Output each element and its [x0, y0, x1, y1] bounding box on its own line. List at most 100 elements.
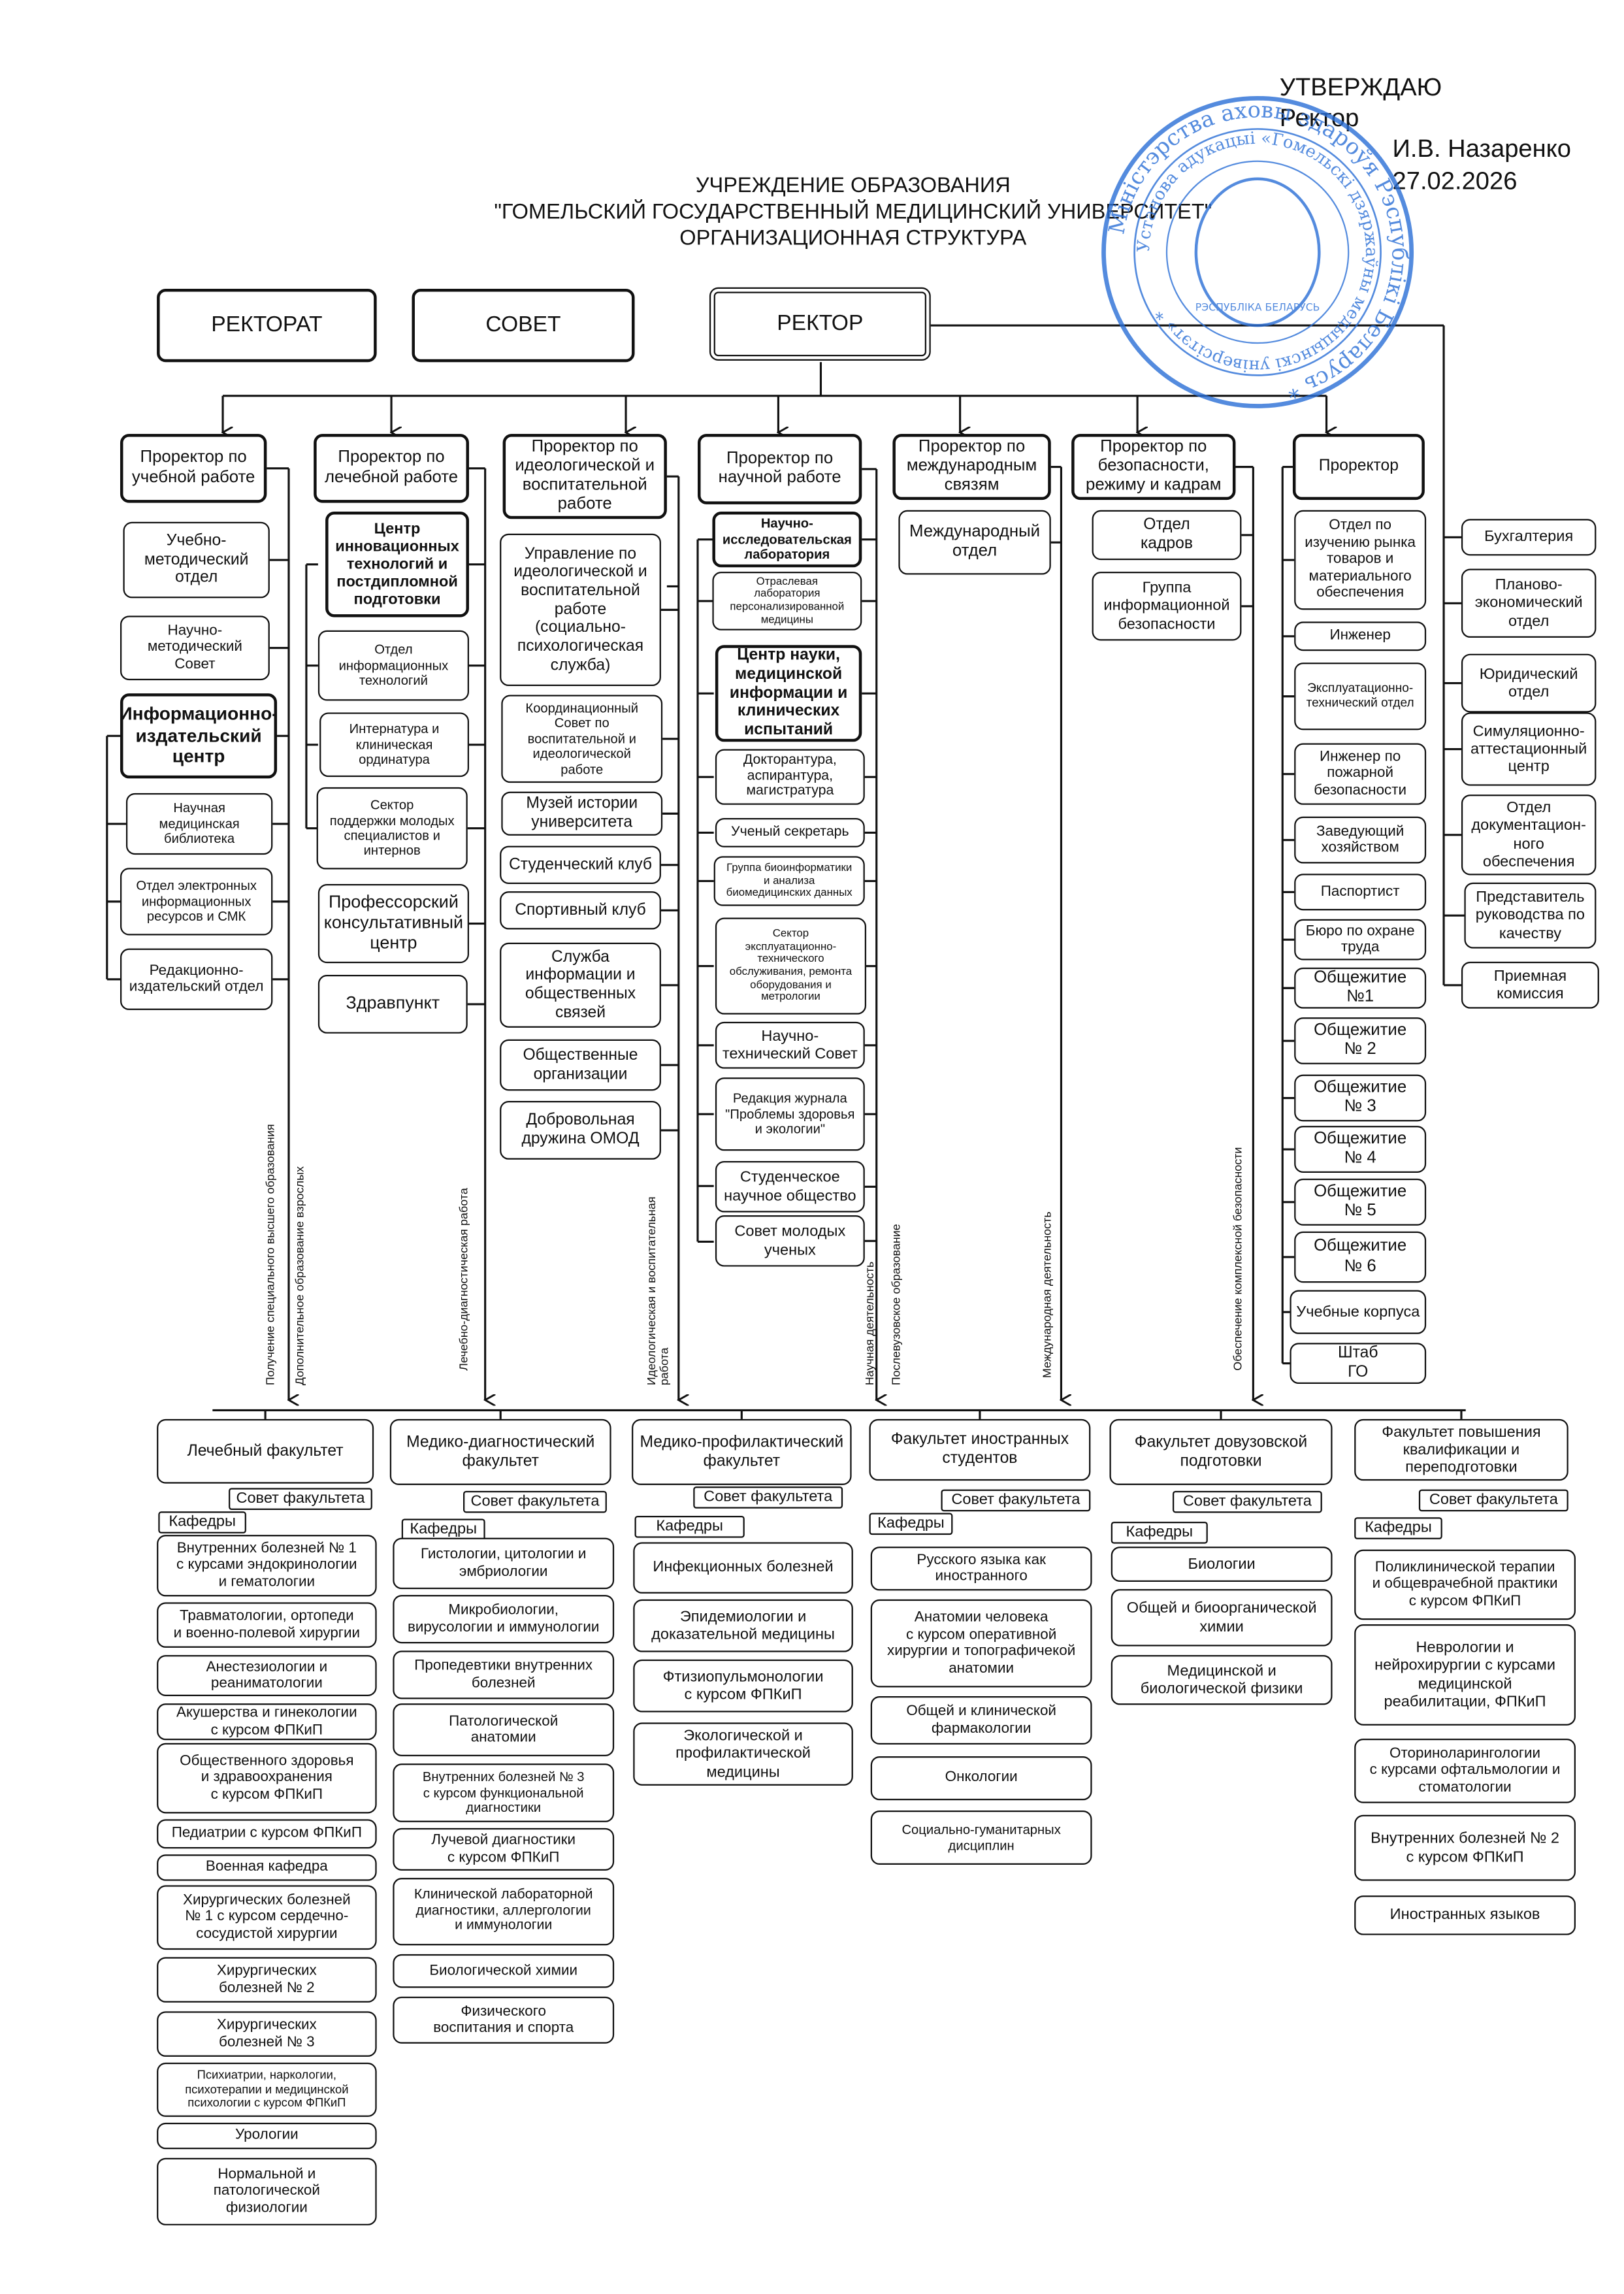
department-box: Медицинской и биологической физики [1111, 1655, 1333, 1705]
department-box: Общественного здоровья и здравоохранения… [157, 1743, 377, 1814]
unit-box: Отдел информационных технологий [317, 630, 469, 701]
stamp-emblem-text: РЭСПУБЛІКА БЕЛАРУСЬ [1195, 301, 1320, 314]
unit-box: Штаб ГО [1290, 1343, 1427, 1385]
unit-box: Общежитие № 3 [1294, 1074, 1427, 1122]
prorector-box: Проректор [1292, 434, 1425, 500]
rector-unit-box: Отдел документацион- ного обеспечения [1461, 795, 1597, 876]
department-box: Анатомии человека с курсом оперативной х… [870, 1599, 1092, 1688]
department-box: Урологии [157, 2122, 377, 2150]
departments-label-box: Кафедры [1354, 1517, 1442, 1539]
faculty-box: Лечебный факультет [157, 1418, 374, 1484]
faculty-council-box: Совет факультета [1418, 1489, 1568, 1512]
unit-box: Информационно- издательский центр [120, 693, 278, 779]
rector-unit-box: Юридический отдел [1461, 653, 1597, 713]
unit-box: Международный отдел [898, 510, 1051, 575]
department-box: Пропедевтики внутренних болезней [393, 1650, 615, 1699]
unit-box: Общественные организации [500, 1039, 661, 1091]
department-box: Хирургических болезней № 3 [157, 2011, 377, 2057]
unit-box: Сектор поддержки молодых специалистов и … [316, 787, 468, 870]
stamp-inner-text: Установа адукацыі «Гомельскі дзяржаўны м… [1134, 129, 1381, 376]
unit-box: Заведующий хозяйством [1294, 816, 1427, 864]
unit-box: Здравпункт [317, 975, 468, 1034]
unit-box: Ученый секретарь [715, 817, 865, 847]
department-box: Клинической лабораторной диагностики, ал… [393, 1878, 615, 1946]
unit-box: Отдел кадров [1092, 510, 1242, 561]
department-box: Биологии [1111, 1547, 1333, 1582]
department-box: Нормальной и патологической физиологии [157, 2157, 377, 2225]
activity-label: Получение специального высшего образован… [263, 1124, 278, 1386]
rectorate-box: РЕКТОРАТ [157, 289, 377, 363]
unit-box: Общежитие №1 [1294, 967, 1427, 1009]
unit-box: Музей истории университета [501, 791, 663, 836]
unit-box: Общежитие № 2 [1294, 1017, 1427, 1064]
departments-label-box: Кафедры [158, 1511, 246, 1533]
unit-box: Редакция журнала "Проблемы здоровья и эк… [715, 1077, 865, 1151]
department-box: Русского языка как иностранного [870, 1547, 1092, 1591]
department-box: Общей и клинической фармакологии [870, 1696, 1092, 1745]
departments-label-box: Кафедры [1111, 1521, 1208, 1544]
unit-box: Управление по идеологической и воспитате… [500, 533, 661, 687]
unit-box: Сектор эксплуатационно- технического обс… [715, 917, 867, 1015]
department-box: Военная кафедра [157, 1854, 377, 1881]
faculty-council-box: Совет факультета [1172, 1490, 1322, 1513]
department-box: Анестезиологии и реаниматологии [157, 1655, 377, 1696]
unit-box: Учебно- методический отдел [123, 521, 270, 598]
unit-box: Интернатура и клиническая ординатура [319, 712, 469, 778]
faculty-box: Факультет довузовской подготовки [1109, 1418, 1333, 1485]
prorector-box: Проректор по безопасности, режиму и кадр… [1071, 434, 1236, 500]
rector-unit-box: Приемная комиссия [1461, 961, 1599, 1009]
unit-box: Общежитие № 4 [1294, 1126, 1427, 1173]
activity-label: Послевузовское образование [889, 1224, 903, 1386]
prorector-box: Проректор по международным связям [892, 434, 1051, 500]
department-box: Педиатрии с курсом ФПКиП [157, 1819, 377, 1849]
unit-box: Научная медицинская библиотека [125, 793, 273, 855]
department-box: Акушерства и гинекологии с курсом ФПКиП [157, 1703, 377, 1741]
faculty-council-box: Совет факультета [693, 1486, 843, 1509]
unit-box: Группа биоинформатики и анализа биомедиц… [713, 856, 865, 906]
unit-box: Эксплуатационно- технический отдел [1294, 663, 1427, 730]
department-box: Оториноларингологии с курсами офтальмоло… [1354, 1739, 1576, 1803]
unit-box: Научно- исследовательская лаборатория [712, 512, 862, 568]
unit-box: Научно- методический Совет [120, 615, 270, 681]
faculty-box: Факультет повышения квалификации и переп… [1354, 1418, 1568, 1481]
department-box: Иностранных языков [1354, 1895, 1576, 1935]
rector-unit-box: Бухгалтерия [1461, 519, 1597, 556]
department-box: Неврологии и нейрохирургии с курсами мед… [1354, 1624, 1576, 1726]
faculty-council-box: Совет факультета [463, 1490, 607, 1513]
department-box: Инфекционных болезней [633, 1542, 853, 1594]
official-stamp: Міністэрства аховы здароўя Рэспублікі Бе… [1101, 95, 1414, 408]
department-box: Физического воспитания и спорта [393, 1996, 615, 2044]
faculty-box: Медико-профилактический факультет [632, 1418, 852, 1485]
unit-box: Общежитие № 6 [1294, 1231, 1427, 1283]
faculty-council-box: Совет факультета [229, 1488, 372, 1511]
department-box: Социально-гуманитарных дисциплин [870, 1810, 1092, 1865]
approval-date: 27.02.2026 [1392, 167, 1518, 195]
department-box: Экологической и профилактической медицин… [633, 1722, 853, 1786]
departments-label-box: Кафедры [634, 1515, 745, 1538]
unit-box: Инженер [1294, 621, 1427, 651]
rector-unit-box: Представитель руководства по качеству [1464, 882, 1597, 949]
unit-box: Отдел электронных информационных ресурсо… [120, 868, 273, 936]
rector-unit-box: Симуляционно- аттестационный центр [1461, 712, 1597, 786]
department-box: Лучевой диагностики с курсом ФПКиП [393, 1827, 615, 1871]
department-box: Патологической анатомии [393, 1703, 615, 1756]
department-box: Поликлинической терапии и общеврачебной … [1354, 1549, 1576, 1620]
prorector-box: Проректор по научной работе [698, 434, 862, 504]
approval-label: УТВЕРЖДАЮ [1279, 73, 1442, 101]
department-box: Биологической химии [393, 1954, 615, 1988]
prorector-box: Проректор по лечебной работе [314, 434, 469, 503]
unit-box: Центр науки, медицинской информации и кл… [715, 645, 862, 742]
unit-box: Отраслевая лаборатория персонализированн… [712, 572, 862, 631]
activity-label: Дополнительное образование взрослых [293, 1166, 306, 1386]
unit-box: Координационный Совет по воспитательной … [501, 695, 663, 783]
department-box: Микробиологии, вирусологии и иммунологии [393, 1595, 615, 1644]
department-box: Психиатрии, наркологии, психотерапии и м… [157, 2062, 377, 2117]
department-box: Травматологии, ортопеди и военно-полевой… [157, 1602, 377, 1648]
activity-label: Международная деятельность [1041, 1211, 1054, 1379]
unit-box: Докторантура, аспирантура, магистратура [715, 749, 865, 805]
unit-box: Общежитие № 5 [1294, 1178, 1427, 1226]
faculty-council-box: Совет факультета [941, 1489, 1091, 1512]
unit-box: Отдел по изучению рынка товаров и матери… [1294, 510, 1427, 610]
